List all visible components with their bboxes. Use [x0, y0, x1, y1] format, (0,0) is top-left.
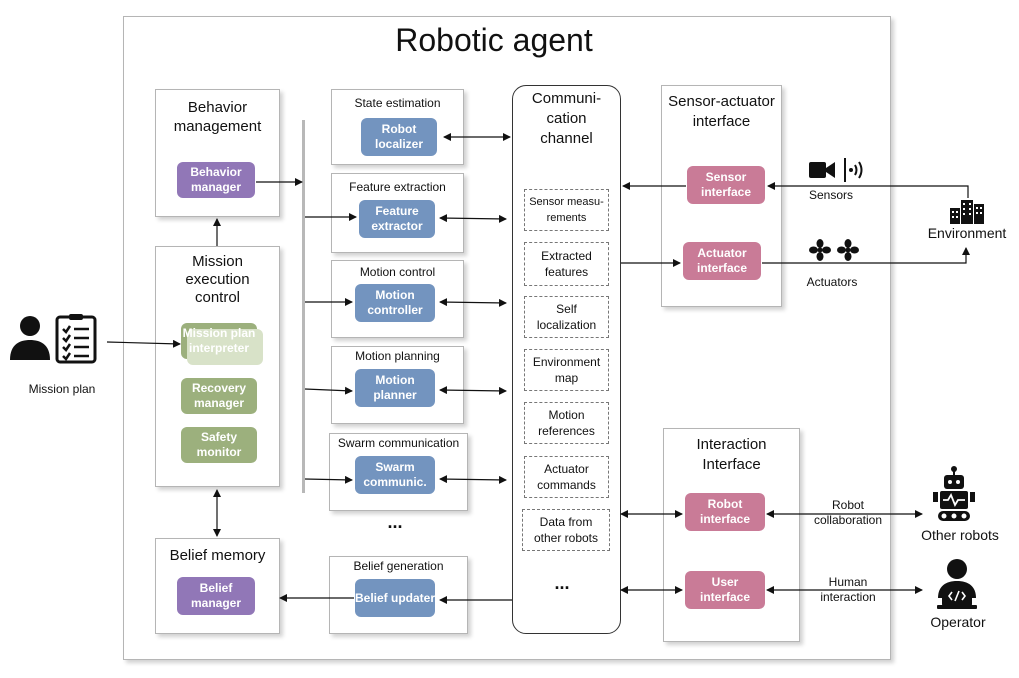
fan-icon [809, 239, 859, 261]
environment-label: Environment [927, 225, 1007, 241]
robot-interface-chip: Robot interface [685, 493, 771, 537]
bus-bar [302, 120, 305, 493]
comm-item-data-from-other-robots: Data from other robots [522, 509, 610, 551]
comm-item-extracted-features: Extracted features [524, 242, 609, 286]
comm-item-environment-map: Environment map [524, 349, 609, 391]
sound-wave-icon [844, 158, 863, 182]
camera-icon [809, 162, 835, 178]
robot-localizer-chip: Robot localizer [361, 118, 443, 162]
mission-execution-title: Mission execution control [185, 253, 250, 306]
arrow-planner-comm [439, 386, 507, 395]
swarm-communic-chip: Swarm communic. [355, 456, 441, 500]
belief-generation-panel: Belief generation Belief updater [329, 556, 468, 634]
sensor-interface-chip: Sensor interface [687, 166, 771, 210]
user-interface-chip: User interface [685, 571, 771, 615]
feature-extractor-chip: Feature extractor [359, 200, 441, 244]
actuators-label: Actuators [806, 275, 858, 289]
communication-channel-title: Communi- cation channel [531, 90, 602, 147]
belief-updater-chip: Belief updater [355, 579, 441, 623]
belief-memory-title: Belief memory [169, 547, 266, 564]
behavior-manager-chip: Behavior manager [177, 162, 255, 198]
buildings-icon [950, 200, 984, 224]
arrow-bus-motion-planning [304, 386, 353, 395]
mission-plan-label: Mission plan [28, 382, 96, 396]
feature-extraction-title: Feature extraction [349, 180, 446, 194]
motion-planning-panel: Motion planning Motion planner [331, 346, 464, 424]
robot-icon [933, 466, 975, 521]
sensor-actuator-title: Sensor-actuator interface [668, 93, 775, 130]
comm-item-self-localization: Self localization [524, 296, 609, 338]
state-estimation-panel: State estimation Robot localizer [331, 89, 464, 165]
interaction-interface-panel: Interaction Interface Robot interface Us… [663, 428, 800, 642]
belief-generation-title: Belief generation [353, 559, 444, 573]
state-estimation-title: State estimation [354, 96, 441, 110]
mission-plan-interpreter-chip: Mission plan interpreter [181, 323, 263, 365]
sensor-actuator-panel: Sensor-actuator interface Sensor interfa… [661, 85, 782, 307]
belief-memory-panel: Belief memory Belief manager [155, 538, 280, 634]
behavior-management-panel: Behavior management Behavior manager [155, 89, 280, 217]
person-icon [10, 316, 50, 360]
comm-item-sensor-measurements: Sensor measu- rements [524, 189, 609, 231]
swarm-communication-title: Swarm communication [337, 436, 460, 450]
arrow-controller-comm [439, 298, 507, 307]
operator-laptop-icon [937, 559, 977, 609]
operator-label: Operator [930, 614, 986, 630]
comm-ellipsis: ... [554, 573, 570, 593]
actuator-interface-chip: Actuator interface [683, 242, 767, 286]
modules-ellipsis: ... [387, 512, 403, 532]
other-robots-label: Other robots [921, 527, 999, 543]
comm-item-motion-references: Motion references [524, 402, 609, 444]
belief-manager-chip: Belief manager [177, 577, 255, 615]
interaction-interface-title: Interaction Interface [696, 436, 767, 473]
arrow-extractor-comm [439, 214, 507, 223]
diagram-title: Robotic agent [395, 22, 593, 58]
arrow-swarm-comm [439, 475, 507, 484]
robot-collaboration-label: Robot collaboration [813, 498, 883, 527]
robotic-agent-frame [123, 16, 891, 660]
swarm-communication-panel: Swarm communication Swarm communic. [329, 433, 468, 511]
arrow-actuator-environment [762, 247, 970, 264]
behavior-management-title: Behavior management [173, 99, 262, 135]
human-interaction-label: Human interaction [820, 575, 876, 604]
comm-item-actuator-commands: Actuator commands [524, 456, 609, 498]
motion-control-title: Motion control [359, 265, 436, 279]
safety-monitor-chip: Safety monitor [181, 427, 257, 463]
motion-controller-chip: Motion controller [355, 284, 441, 328]
mission-execution-panel: Mission execution control Mission plan i… [155, 246, 280, 487]
arrow-mission-plan [106, 339, 181, 348]
motion-planning-title: Motion planning [355, 349, 440, 363]
arrow-environment-sensor [767, 182, 969, 198]
checklist-icon [55, 314, 97, 364]
motion-planner-chip: Motion planner [355, 369, 441, 413]
sensors-label: Sensors [808, 188, 854, 202]
recovery-manager-chip: Recovery manager [181, 378, 257, 414]
arrow-bus-swarm [304, 475, 353, 484]
